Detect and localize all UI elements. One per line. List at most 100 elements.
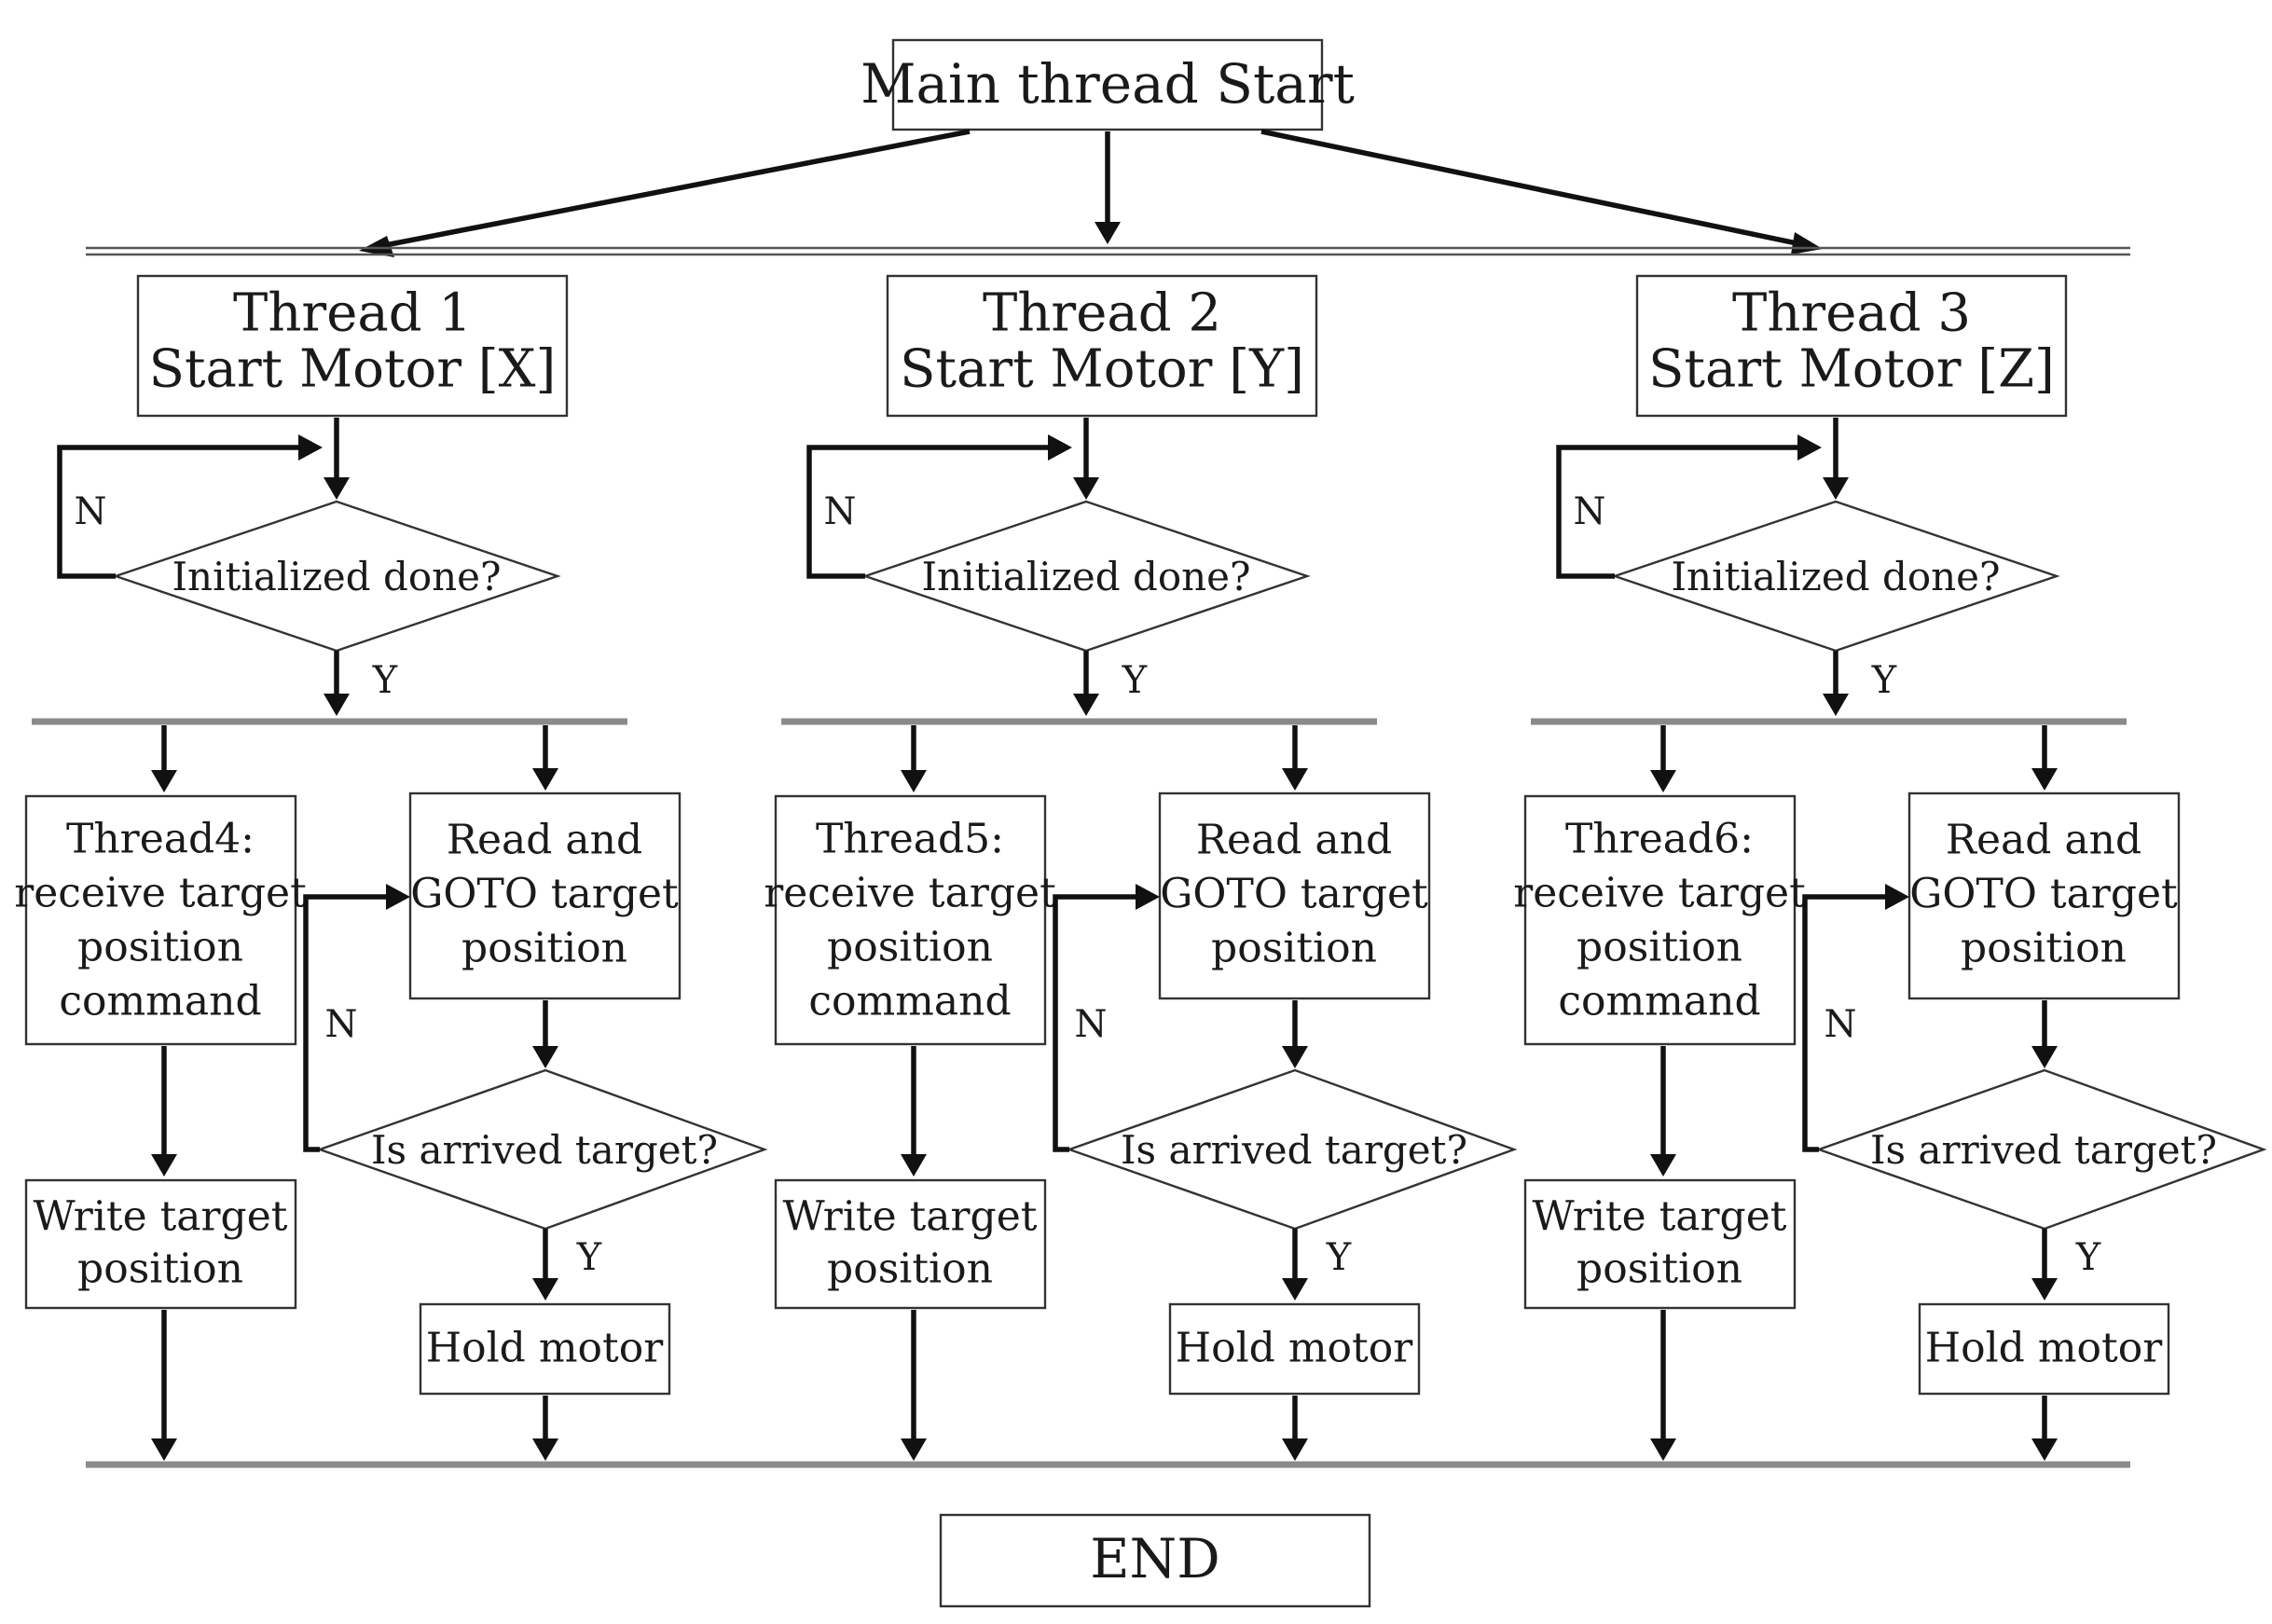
arrived-no-label: N [1824, 1003, 1857, 1046]
arrow-to-read-goto-head [532, 768, 558, 791]
main-start-box [891, 38, 1324, 131]
receive-command-line: Thread4: [66, 816, 255, 863]
thread-title: Thread 2 [983, 283, 1221, 344]
init-no-loop-head [298, 434, 323, 461]
end-box [939, 1513, 1371, 1608]
arrow-arrived-yes-head [532, 1278, 558, 1301]
hold-motor-box [419, 1302, 671, 1396]
arrow-to-arrived-check-head [532, 1046, 558, 1068]
hold-motor-box [1168, 1302, 1421, 1396]
arrow-hold-to-join-head [532, 1438, 558, 1461]
write-target-line: Write target [783, 1193, 1038, 1241]
arrived-no-loop [1053, 894, 1136, 1152]
write-target-line: Write target [1533, 1193, 1787, 1241]
init-yes-label: Y [372, 659, 398, 702]
init-no-loop [1556, 445, 1797, 579]
read-goto-line: GOTO target [1160, 871, 1428, 918]
hold-motor-box [1918, 1302, 2170, 1396]
init-no-label: N [75, 490, 107, 533]
arrowhead-main-to-thread-3 [1791, 232, 1823, 255]
arrived-no-label: N [1075, 1003, 1108, 1046]
arrow-init-yes-head [324, 694, 350, 716]
thread-start-box [886, 274, 1318, 418]
arrow-to-init-check-head [1823, 477, 1849, 500]
arrow-init-yes-head [1073, 694, 1099, 716]
arrowhead-main-to-thread-2 [1095, 222, 1121, 244]
receive-command-line: command [59, 978, 261, 1025]
init-check-label: Initialized done? [1671, 554, 2000, 599]
arrow-hold-to-join-head [1282, 1438, 1308, 1461]
arrow-to-arrived-check-head [2031, 1046, 2058, 1068]
init-no-loop [57, 445, 298, 579]
read-goto-line: GOTO target [1909, 871, 2178, 918]
arrow-to-receive-thread-head [151, 770, 177, 792]
read-goto-box [1907, 791, 2181, 1000]
arrow-arrived-yes-head [1282, 1278, 1308, 1301]
receive-command-line: Thread5: [816, 816, 1004, 863]
receive-command-line: command [808, 978, 1011, 1025]
init-no-label: N [1574, 490, 1606, 533]
arrow-hold-to-join-head [2031, 1438, 2058, 1461]
init-no-loop-head [1048, 434, 1072, 461]
read-goto-box [408, 791, 682, 1000]
read-goto-line: Read and [447, 817, 642, 864]
init-no-loop [806, 445, 1048, 579]
thread-start-box [1635, 274, 2068, 418]
receive-command-box [1523, 794, 1797, 1046]
arrow-to-read-goto-head [1282, 768, 1308, 791]
arrived-no-loop-head [1136, 884, 1160, 910]
write-target-box [774, 1178, 1047, 1310]
arrived-no-loop-head [1885, 884, 1909, 910]
thread-title: Thread 3 [1732, 283, 1971, 344]
receive-command-line: receive target [14, 870, 307, 917]
read-goto-line: Read and [1946, 817, 2141, 864]
init-check-label: Initialized done? [172, 554, 501, 599]
thread-start-box [136, 274, 569, 418]
write-target-line: position [1577, 1246, 1742, 1293]
arrow-to-write-target-head [901, 1154, 927, 1177]
init-yes-label: Y [1871, 659, 1897, 702]
start-motor-label: Start Motor [Z] [1648, 339, 2055, 400]
receive-command-line: position [1577, 924, 1742, 971]
thread-title: Thread 1 [233, 283, 472, 344]
arrow-write-to-join-head [901, 1438, 927, 1461]
arrived-no-loop-head [386, 884, 410, 910]
receive-command-line: receive target [1513, 870, 1806, 917]
receive-command-box [774, 794, 1047, 1046]
arrived-check-label: Is arrived target? [1870, 1127, 2217, 1173]
receive-command-line: command [1558, 978, 1760, 1025]
arrow-to-init-check-head [324, 477, 350, 500]
hold-motor-label: Hold motor [1925, 1325, 2163, 1372]
start-motor-label: Start Motor [Y] [900, 339, 1304, 400]
receive-command-line: Thread6: [1565, 816, 1754, 863]
write-target-line: Write target [34, 1193, 288, 1241]
read-goto-line: position [1211, 925, 1377, 972]
receive-command-line: position [827, 924, 993, 971]
receive-command-line: position [77, 924, 243, 971]
arrow-write-to-join-head [151, 1438, 177, 1461]
read-goto-line: GOTO target [410, 871, 679, 918]
arrow-to-write-target-head [151, 1154, 177, 1177]
arrow-to-receive-thread-head [901, 770, 927, 792]
arrow-init-yes-head [1823, 694, 1849, 716]
arrow-to-read-goto-head [2031, 768, 2058, 791]
arrowhead-main-to-thread-1 [359, 236, 394, 257]
arrived-check-label: Is arrived target? [371, 1127, 718, 1173]
arrived-yes-label: Y [2075, 1236, 2101, 1279]
write-target-line: position [827, 1246, 993, 1293]
end-label: END [1090, 1527, 1220, 1590]
arrow-write-to-join-head [1650, 1438, 1676, 1461]
arrived-no-label: N [325, 1003, 358, 1046]
arrived-no-loop [303, 894, 386, 1152]
read-goto-line: position [1961, 925, 2127, 972]
write-target-box [1523, 1178, 1797, 1310]
init-yes-label: Y [1122, 659, 1148, 702]
receive-command-box [24, 794, 297, 1046]
arrow-to-arrived-check-head [1282, 1046, 1308, 1068]
init-no-loop-head [1797, 434, 1822, 461]
arrived-yes-label: Y [1326, 1236, 1352, 1279]
